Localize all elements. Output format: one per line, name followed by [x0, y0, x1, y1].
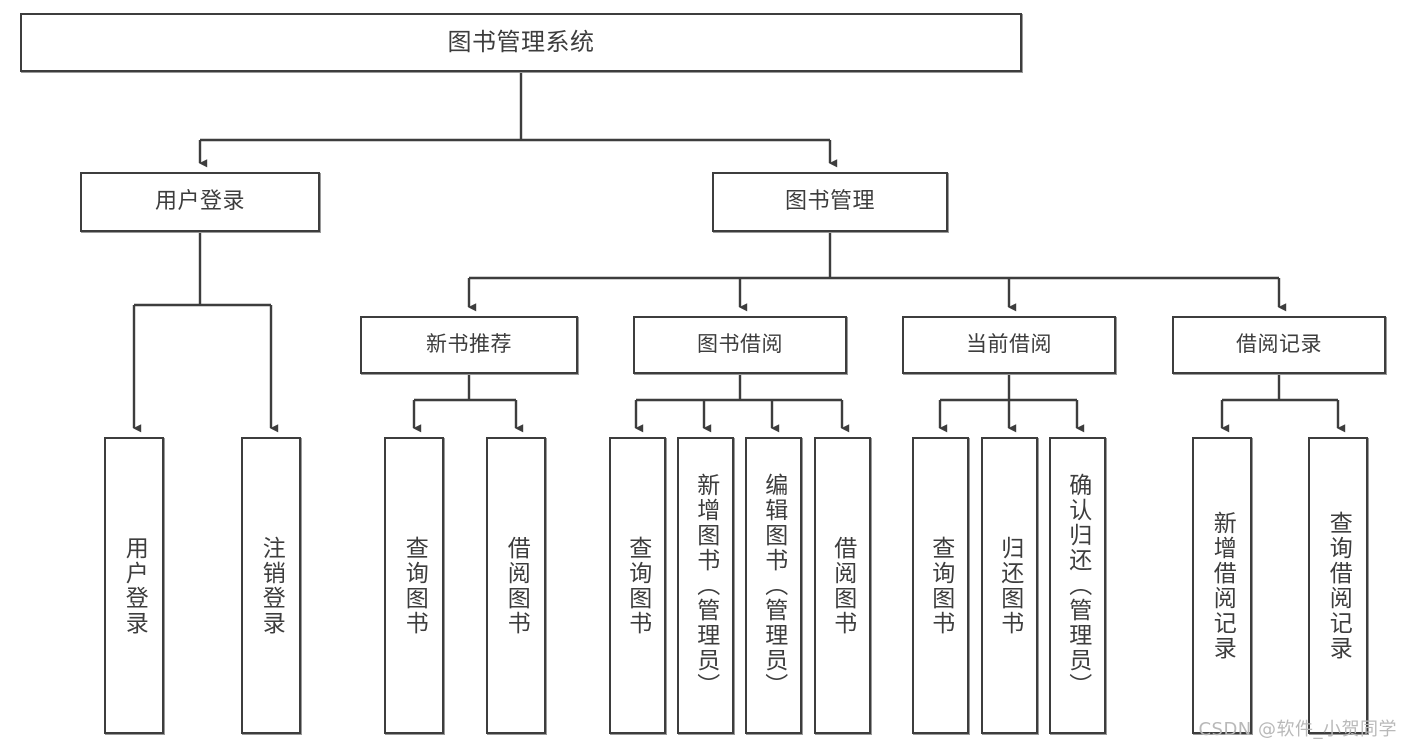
node-label: 图书管理系统 — [447, 28, 595, 57]
leaf-borrow-record-query[interactable]: 查询借阅记录 — [1308, 437, 1368, 734]
node-label: 新增图书（管理员） — [692, 473, 719, 698]
node-user-login[interactable]: 用户登录 — [80, 172, 320, 232]
watermark-text: CSDN @软件_小贺同学 — [1198, 719, 1397, 740]
node-book-borrow[interactable]: 图书借阅 — [633, 316, 847, 374]
node-label: 确认归还（管理员） — [1064, 473, 1091, 698]
leaf-user-login-logout[interactable]: 注销登录 — [241, 437, 301, 734]
node-label: 用户登录 — [121, 535, 148, 636]
leaf-book-borrow-add[interactable]: 新增图书（管理员） — [677, 437, 734, 734]
node-label: 图书管理 — [784, 188, 875, 214]
node-label: 查询图书 — [401, 535, 428, 636]
node-root-system[interactable]: 图书管理系统 — [20, 13, 1022, 72]
node-label: 借阅图书 — [829, 535, 856, 636]
node-borrow-record[interactable]: 借阅记录 — [1172, 316, 1386, 374]
node-label: 借阅图书 — [503, 535, 530, 636]
leaf-book-borrow-borrow[interactable]: 借阅图书 — [814, 437, 871, 734]
node-label: 查询图书 — [624, 535, 651, 636]
node-book-management[interactable]: 图书管理 — [712, 172, 948, 232]
node-label: 编辑图书（管理员） — [760, 473, 787, 698]
node-current-borrow[interactable]: 当前借阅 — [902, 316, 1116, 374]
leaf-new-book-query[interactable]: 查询图书 — [384, 437, 444, 734]
node-label: 新增借阅记录 — [1209, 510, 1236, 661]
node-new-book-recommend[interactable]: 新书推荐 — [360, 316, 578, 374]
leaf-borrow-record-add[interactable]: 新增借阅记录 — [1192, 437, 1252, 734]
leaf-user-login-login[interactable]: 用户登录 — [104, 437, 164, 734]
node-label: 新书推荐 — [426, 332, 512, 357]
leaf-current-borrow-query[interactable]: 查询图书 — [912, 437, 969, 734]
node-label: 注销登录 — [258, 535, 285, 636]
node-label: 图书借阅 — [697, 332, 783, 357]
node-label: 当前借阅 — [966, 332, 1052, 357]
leaf-current-borrow-return[interactable]: 归还图书 — [981, 437, 1038, 734]
node-label: 用户登录 — [154, 188, 245, 214]
leaf-book-borrow-edit[interactable]: 编辑图书（管理员） — [745, 437, 802, 734]
node-label: 查询图书 — [927, 535, 954, 636]
node-label: 归还图书 — [996, 535, 1023, 636]
leaf-current-borrow-confirm-return[interactable]: 确认归还（管理员） — [1049, 437, 1106, 734]
node-label: 查询借阅记录 — [1325, 510, 1352, 661]
leaf-book-borrow-query[interactable]: 查询图书 — [609, 437, 666, 734]
leaf-new-book-borrow[interactable]: 借阅图书 — [486, 437, 546, 734]
node-label: 借阅记录 — [1236, 332, 1322, 357]
